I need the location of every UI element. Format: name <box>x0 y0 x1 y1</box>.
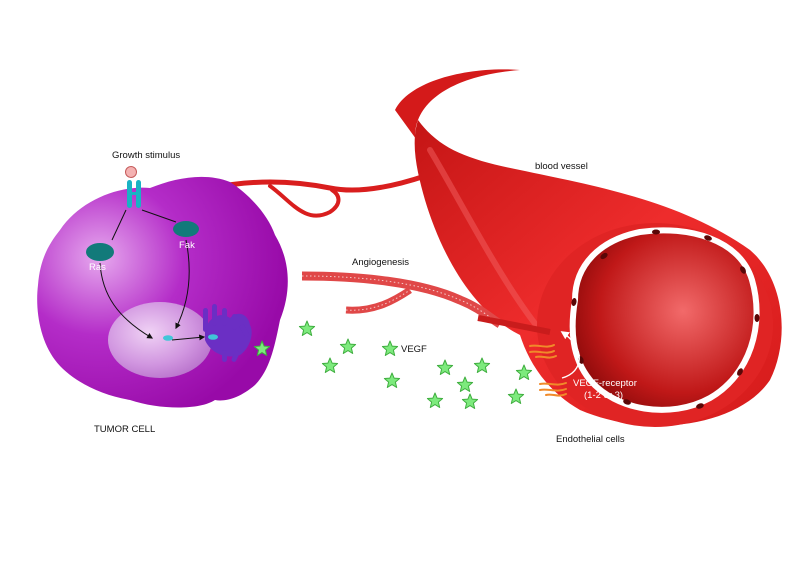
label-endothelial-cells: Endothelial cells <box>556 434 625 445</box>
vegf-star-icon <box>339 338 357 354</box>
nucleolus <box>163 335 173 341</box>
tumor-cell <box>37 176 288 408</box>
label-angiogenesis: Angiogenesis <box>352 257 409 268</box>
label-fak: Fak <box>179 240 195 251</box>
label-growth-stimulus: Growth stimulus <box>112 150 180 161</box>
nucleus <box>108 302 212 378</box>
signal-arrows <box>99 209 206 341</box>
vessel-tip <box>395 69 520 172</box>
receptor-bridge <box>130 192 138 195</box>
vegf-star-icon <box>456 376 474 392</box>
vessel-shading <box>427 147 543 333</box>
label-ras: Ras <box>89 262 106 273</box>
fak-protein <box>173 221 199 237</box>
capillary-loop <box>268 184 341 218</box>
blood-vessel <box>209 69 782 427</box>
capillary-branch <box>209 173 428 193</box>
vegf-star-icon <box>383 372 401 388</box>
endothelial-nuclei <box>571 229 760 409</box>
receptor-left <box>127 180 132 208</box>
growth-stimulus-receptor <box>125 166 141 208</box>
vegf-star-icon <box>253 340 271 356</box>
vegf-star-icon <box>515 364 533 380</box>
vegf-receptors <box>529 344 567 397</box>
ras-protein <box>86 243 114 261</box>
vegf-star-icon <box>461 393 479 409</box>
vegf-star-icon <box>473 357 491 373</box>
internal-signal-arrow <box>560 331 580 379</box>
vegf-star-icon <box>321 357 339 373</box>
golgi-apparatus <box>203 304 252 362</box>
vessel-lumen <box>569 227 760 413</box>
vesicle <box>208 334 218 340</box>
label-receptor-types: (1-2 or 3) <box>584 390 623 401</box>
vegf-star-icon <box>436 359 454 375</box>
label-vegf: VEGF <box>401 344 427 355</box>
label-tumor-cell: TUMOR CELL <box>94 424 155 435</box>
vegf-star-icon <box>381 340 399 356</box>
vegf-star-icon <box>298 320 316 336</box>
vegf-star-icon <box>426 392 444 408</box>
angiogenesis-sprout <box>301 271 551 335</box>
label-vegf-receptor: VEGF-receptor <box>573 378 637 389</box>
vegf-star-icon <box>507 388 525 404</box>
vegf-molecules <box>253 320 533 409</box>
label-blood-vessel: blood vessel <box>535 161 588 172</box>
growth-factor-ball <box>125 166 137 178</box>
receptor-right <box>136 180 141 208</box>
